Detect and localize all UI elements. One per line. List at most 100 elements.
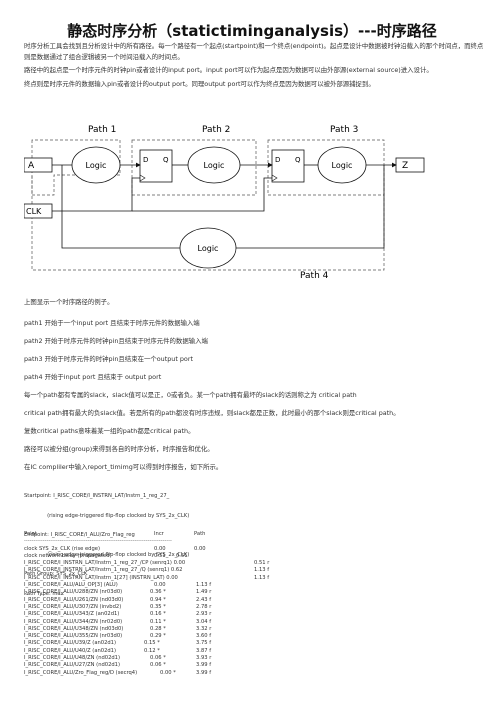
row-incr: 0.16 * bbox=[150, 611, 166, 618]
row-point: I_RISC_CORE/I_ALU/U344/ZN (nr02d0) bbox=[24, 618, 123, 625]
table-rule: ----------------------------------------… bbox=[24, 538, 304, 545]
bullet-path4: path4 开始于input port 且结束于 output port bbox=[24, 373, 162, 381]
table-header-row: Point Incr Path bbox=[24, 531, 304, 538]
input-port-a-label: A bbox=[28, 161, 35, 171]
report-timing-paragraph: 在IC compliler中输入report_timimg可以得到时序报告，如下… bbox=[24, 463, 223, 471]
path1-outline bbox=[31, 139, 121, 196]
row-point: I_RISC_CORE/I_ALU/U288/ZN (nr03d0) bbox=[24, 589, 123, 596]
ff1-d-label: D bbox=[143, 156, 148, 164]
row-path: 3.32 r bbox=[196, 625, 212, 632]
logic-cloud-1-label: Logic bbox=[86, 161, 107, 170]
report-startpoint-note: (rising edge-triggered flip-flop clocked… bbox=[24, 512, 190, 519]
row-incr: 0.06 * bbox=[150, 662, 166, 669]
row-incr: 0.51 bbox=[154, 552, 166, 559]
slack-paragraph: 每一个path都有专属的slack，slack值可以是正，0或者负。某一个pat… bbox=[24, 391, 357, 399]
row-path: 3.75 f bbox=[196, 640, 212, 647]
multiple-critical-paragraph: 复数critical paths意味着某一组的path都是critical pa… bbox=[24, 427, 195, 435]
row-point: I_RISC_CORE/I_ALU/ALU_OP[3] (ALU) bbox=[24, 582, 118, 589]
row-path: 1.13 f bbox=[196, 582, 212, 589]
output-port-z bbox=[395, 157, 425, 173]
timing-path-diagram: Path 1 Path 2 Path 3 Path 4 A Logic D Q … bbox=[24, 125, 425, 281]
table-rule-text: ----------------------------------------… bbox=[24, 538, 172, 545]
bullet-path1: path1 开始于一个input port 且结束于时序元件的数据输入端 bbox=[24, 319, 200, 327]
bullet-path3: path3 开始于时序元件的时钟pin且结束在一个output port bbox=[24, 355, 193, 363]
table-row: I_RISC_CORE/I_ALU/U348/ZN (nd03d0) 0.28 *… bbox=[24, 626, 304, 633]
path1-label: Path 1 bbox=[88, 125, 116, 135]
row-path: 3.93 r bbox=[196, 655, 212, 662]
row-path: 1.13 f bbox=[254, 567, 270, 574]
row-path: 3.87 f bbox=[196, 647, 212, 654]
path4-label: Path 4 bbox=[300, 271, 329, 281]
table-row: I_RISC_CORE/I_ALU/U344/ZN (nr02d0) 0.11 *… bbox=[24, 619, 304, 626]
ff2-clock-pin bbox=[271, 174, 278, 182]
table-row: I_RISC_CORE/I_ALU/U307/ZN (invbd2) 0.35 *… bbox=[24, 604, 304, 611]
row-point: I_RISC_CORE/I_INSTRN_LAT/Instrn_1_reg_27… bbox=[24, 567, 183, 574]
row-incr: 0.00 bbox=[154, 545, 166, 552]
report-path-type: Path Type: max bbox=[24, 590, 64, 597]
report-startpoint: Startpoint: I_RISC_CORE/I_INSTRN_LAT/Ins… bbox=[24, 493, 170, 499]
table-row: I_RISC_CORE/I_ALU/U40/Z (an02d1)0.12 *3.… bbox=[24, 648, 304, 655]
table-row: I_RISC_CORE/I_ALU/U27/ZN (nd02d1) 0.06 * 3… bbox=[24, 662, 304, 669]
clock-port-label: CLK bbox=[26, 207, 42, 216]
header-path: Path bbox=[194, 531, 206, 537]
diagram-wires bbox=[52, 162, 397, 249]
row-path: 0.51 bbox=[176, 552, 188, 559]
table-row: I_RISC_CORE/I_ALU/U48/ZN (nd02d1)0.06 *3… bbox=[24, 655, 304, 662]
row-incr: 0.28 * bbox=[150, 625, 166, 632]
row-point: I_RISC_CORE/I_ALU/U307/ZN (invbd2) bbox=[24, 603, 122, 610]
row-path: 3.04 f bbox=[196, 618, 212, 625]
report-endpoint-note: (rising edge-triggered flip-flop clocked… bbox=[24, 551, 190, 558]
row-point: I_RISC_CORE/I_ALU/U261/ZN (nd03d0) bbox=[24, 596, 124, 603]
logic-cloud-4-label: Logic bbox=[198, 244, 219, 253]
row-point: clock network delay (propagated) bbox=[24, 552, 112, 559]
row-incr: 0.00 * bbox=[160, 669, 176, 676]
diagram-caption: 上图显示一个时序路径的例子。 bbox=[24, 298, 114, 306]
table-row: I_RISC_CORE/I_ALU/ALU_OP[3] (ALU) 0.00 1.1… bbox=[24, 582, 304, 589]
row-point: I_RISC_CORE/I_ALU/U343/Z (an02d1) bbox=[24, 611, 120, 618]
table-row: I_RISC_CORE/I_INSTRN_LAT/Instrn_1_reg_27… bbox=[24, 560, 304, 567]
row-path: 1.49 r bbox=[196, 589, 212, 596]
critical-path-paragraph: critical path拥有最大的负slack值。若是所有的path都没有时序… bbox=[24, 409, 400, 417]
header-incr: Incr bbox=[154, 531, 164, 537]
ff1-q-label: Q bbox=[163, 156, 169, 164]
logic-cloud-3-label: Logic bbox=[332, 161, 353, 170]
row-point: I_RISC_CORE/I_ALU/U40/Z (an02d1) bbox=[24, 647, 117, 654]
table-row: I_RISC_CORE/I_ALU/U288/ZN (nr03d0) 0.36 *… bbox=[24, 589, 304, 596]
row-point: I_RISC_CORE/I_ALU/Zro_Flag_reg/D (secrq4… bbox=[24, 669, 138, 676]
row-point: I_RISC_CORE/I_ALU/U348/ZN (nd03d0) bbox=[24, 625, 124, 632]
row-path: 3.99 f bbox=[196, 662, 212, 669]
flip-flop-1 bbox=[139, 149, 173, 183]
row-path: 2.43 f bbox=[196, 596, 212, 603]
endpoint-paragraph: 终点则是时序元件的数据输入pin或者设计的output port。同理outpu… bbox=[24, 80, 375, 88]
row-incr: 0.35 * bbox=[150, 603, 166, 610]
output-port-z-label: Z bbox=[402, 161, 408, 171]
row-point: I_RISC_CORE/I_INSTRN_LAT/Instrn_1_reg_27… bbox=[24, 560, 186, 567]
ff2-q-label: Q bbox=[295, 156, 301, 164]
row-path: 1.13 f bbox=[254, 574, 270, 581]
table-row: I_RISC_CORE/I_INSTRN_LAT/Instrn_1[27] (I… bbox=[24, 575, 304, 582]
table-row: I_RISC_CORE/I_ALU/Zro_Flag_reg/D (secrq4… bbox=[24, 670, 304, 677]
logic-cloud-2-label: Logic bbox=[204, 161, 225, 170]
row-incr: 0.36 * bbox=[150, 589, 166, 596]
row-incr: 0.29 * bbox=[150, 633, 166, 640]
startpoint-paragraph: 路径中的起点是一个时序元件的时钟pin或者设计的input port。input… bbox=[24, 66, 433, 74]
path-group-paragraph: 路径可以被分组(group)来得到各自的时序分析，时序报告和优化。 bbox=[24, 445, 214, 453]
table-row: I_RISC_CORE/I_INSTRN_LAT/Instrn_1_reg_27… bbox=[24, 567, 304, 574]
row-path: 2.93 r bbox=[196, 611, 212, 618]
row-point: I_RISC_CORE/I_INSTRN_LAT/Instrn_1[27] (I… bbox=[24, 574, 178, 581]
row-point: I_RISC_CORE/I_ALU/U27/ZN (nd02d1) bbox=[24, 662, 121, 669]
row-incr: 0.11 * bbox=[150, 618, 166, 625]
row-incr: 0.00 bbox=[154, 582, 166, 589]
row-path: 0.51 r bbox=[254, 560, 270, 567]
flip-flop-2 bbox=[271, 149, 305, 183]
path2-outline bbox=[131, 139, 257, 196]
path2-label: Path 2 bbox=[202, 125, 230, 135]
row-incr: 0.06 * bbox=[150, 655, 166, 662]
report-endpoint: Endpoint: I_RISC_CORE/I_ALU/Zro_Flag_reg bbox=[24, 532, 135, 538]
row-path: 3.60 f bbox=[196, 633, 212, 640]
table-row: I_RISC_CORE/I_ALU/U261/ZN (nd03d0)0.94 *… bbox=[24, 597, 304, 604]
row-path: 3.99 f bbox=[196, 669, 212, 676]
